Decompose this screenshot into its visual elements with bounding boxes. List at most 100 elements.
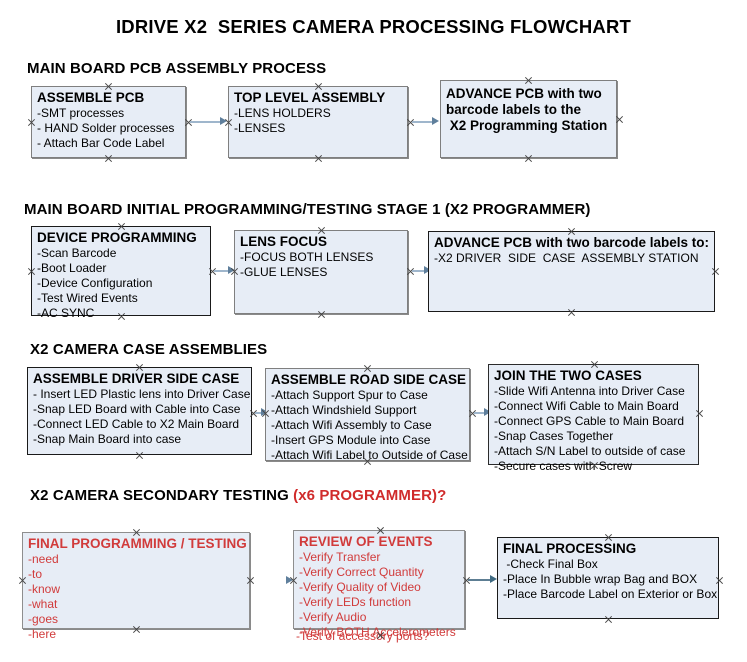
- box-line: -Snap Cases Together: [494, 429, 614, 444]
- box-title: ASSEMBLE PCB: [37, 90, 145, 105]
- connection-handle[interactable]: [695, 409, 704, 418]
- connection-handle[interactable]: [317, 226, 326, 235]
- connection-handle[interactable]: [224, 118, 233, 127]
- connection-handle[interactable]: [604, 533, 613, 542]
- box-content: LENS FOCUS -FOCUS BOTH LENSES -GLUE LENS…: [240, 234, 405, 280]
- box-title: JOIN THE TWO CASES: [494, 368, 642, 383]
- section-heading-main-board-pcb-assembly: MAIN BOARD PCB ASSEMBLY PROCESS: [27, 60, 327, 77]
- connection-handle[interactable]: [567, 227, 576, 236]
- connector-arrow-icon: [484, 408, 491, 416]
- box-line: -Test Wired Events: [37, 291, 138, 306]
- box-line: -Verify BOTH Accelerometers: [299, 625, 456, 640]
- connection-handle[interactable]: [711, 267, 720, 276]
- connection-handle[interactable]: [230, 267, 239, 276]
- box-join-the-two-cases[interactable]: JOIN THE TWO CASES -Slide Wifi Antenna i…: [488, 364, 699, 473]
- connection-handle[interactable]: [376, 526, 385, 535]
- section-heading-case-assemblies: X2 CAMERA CASE ASSEMBLIES: [30, 341, 268, 358]
- connection-handle[interactable]: [314, 154, 323, 163]
- box-line: -Attach Support Spur to Case: [271, 387, 428, 402]
- box-content: ASSEMBLE ROAD SIDE CASE -Attach Support …: [271, 372, 468, 463]
- connection-handle[interactable]: [27, 267, 36, 276]
- section-heading-accent: (x6 PROGRAMMER)?: [293, 487, 447, 504]
- box-title: TOP LEVEL ASSEMBLY: [234, 90, 386, 105]
- box-line: -Place In Bubble wrap Bag and BOX: [503, 572, 698, 587]
- box-top-level-assembly[interactable]: TOP LEVEL ASSEMBLY -LENS HOLDERS -LENSES: [228, 86, 408, 158]
- box-title: ADVANCE PCB with two barcode labels to:: [434, 235, 710, 250]
- box-line: -X2 DRIVER SIDE CASE ASSEMBLY STATION: [434, 250, 699, 265]
- box-line: -Attach Wifi Assembly to Case: [271, 418, 432, 433]
- box-line: -SMT processes: [37, 105, 125, 120]
- box-line: -LENSES: [234, 121, 286, 136]
- connection-handle[interactable]: [117, 222, 126, 231]
- connection-handle[interactable]: [27, 118, 36, 127]
- box-line: - HAND Solder processes: [37, 121, 175, 136]
- box-line: - Insert LED Plastic lens into Driver Ca…: [33, 386, 251, 401]
- connection-handle[interactable]: [590, 461, 599, 470]
- connection-handle[interactable]: [132, 528, 141, 537]
- connection-handle[interactable]: [135, 451, 144, 460]
- connection-handle[interactable]: [104, 154, 113, 163]
- connection-handle[interactable]: [314, 82, 323, 91]
- box-final-programming-testing[interactable]: FINAL PROGRAMMING / TESTING -need -to -k…: [22, 532, 250, 641]
- connection-handle[interactable]: [246, 576, 255, 585]
- connector-line[interactable]: [474, 412, 486, 414]
- connection-handle[interactable]: [615, 115, 624, 124]
- box-line: -Secure cases with Screw: [494, 459, 633, 474]
- box-review-of-events[interactable]: REVIEW OF EVENTS -Verify Transfer -Verif…: [293, 530, 465, 639]
- box-title: DEVICE PROGRAMMING: [37, 230, 197, 245]
- box-advance-pcb-driver-side[interactable]: ADVANCE PCB with two barcode labels to: …: [428, 231, 715, 312]
- connection-handle[interactable]: [524, 76, 533, 85]
- box-assemble-road-side-case[interactable]: ASSEMBLE ROAD SIDE CASE -Attach Support …: [265, 368, 470, 463]
- section-heading-text: X2 CAMERA SECONDARY TESTING: [30, 487, 294, 504]
- connection-handle[interactable]: [524, 154, 533, 163]
- connection-handle[interactable]: [117, 312, 126, 321]
- connector-line[interactable]: [255, 412, 263, 414]
- box-line: -Slide Wifi Antenna into Driver Case: [494, 383, 685, 398]
- box-line: -Device Configuration: [37, 276, 153, 291]
- connector-line[interactable]: [190, 121, 222, 123]
- box-content: ASSEMBLE DRIVER SIDE CASE - Insert LED P…: [33, 371, 251, 447]
- box-content: FINAL PROGRAMMING / TESTING -need -to -k…: [28, 536, 247, 643]
- box-lens-focus[interactable]: LENS FOCUS -FOCUS BOTH LENSES -GLUE LENS…: [234, 230, 408, 314]
- connector-line[interactable]: [468, 579, 492, 581]
- box-line: -GLUE LENSES: [240, 265, 328, 280]
- connector-line[interactable]: [214, 270, 230, 272]
- box-device-programming[interactable]: DEVICE PROGRAMMING -Scan Barcode -Boot L…: [31, 226, 211, 320]
- connector-line[interactable]: [412, 270, 426, 272]
- box-content: ASSEMBLE PCB -SMT processes - HAND Solde…: [37, 90, 183, 151]
- box-line: -Attach S/N Label to outside of case: [494, 444, 686, 459]
- box-assemble-pcb[interactable]: ASSEMBLE PCB -SMT processes - HAND Solde…: [31, 86, 186, 158]
- connection-handle[interactable]: [715, 576, 724, 585]
- connection-handle[interactable]: [135, 363, 144, 372]
- box-line: -Connect Wifi Cable to Main Board: [494, 399, 679, 414]
- box-final-processing[interactable]: FINAL PROCESSING -Check Final Box -Place…: [497, 537, 719, 619]
- connection-handle[interactable]: [376, 631, 385, 640]
- connection-handle[interactable]: [104, 82, 113, 91]
- connection-handle[interactable]: [18, 576, 27, 585]
- box-content: ADVANCE PCB with two barcode labels to: …: [434, 235, 712, 266]
- connector-arrow-icon: [424, 266, 431, 274]
- connection-handle[interactable]: [132, 625, 141, 634]
- box-advance-pcb-programming-station[interactable]: ADVANCE PCB with two barcode labels to t…: [440, 80, 617, 158]
- connection-handle[interactable]: [261, 409, 270, 418]
- box-line: -Insert GPS Module into Case: [271, 433, 431, 448]
- box-title: ASSEMBLE DRIVER SIDE CASE: [33, 371, 240, 386]
- box-line: -Connect LED Cable to X2 Main Board: [33, 417, 240, 432]
- connection-handle[interactable]: [590, 360, 599, 369]
- box-title-line3: X2 Programming Station: [446, 117, 608, 133]
- connection-handle[interactable]: [317, 310, 326, 319]
- box-title-line2: barcode labels to the: [446, 101, 582, 117]
- box-line: -Check Final Box: [503, 556, 598, 571]
- box-line: -AC SYNC: [37, 306, 95, 321]
- connector-line[interactable]: [412, 121, 434, 123]
- connection-handle[interactable]: [567, 308, 576, 317]
- connection-handle[interactable]: [363, 457, 372, 466]
- box-line: -Verify LEDs function: [299, 595, 412, 610]
- box-assemble-driver-side-case[interactable]: ASSEMBLE DRIVER SIDE CASE - Insert LED P…: [27, 367, 252, 455]
- box-title: FINAL PROCESSING: [503, 541, 637, 556]
- connection-handle[interactable]: [289, 576, 298, 585]
- box-title: REVIEW OF EVENTS: [299, 534, 433, 549]
- connection-handle[interactable]: [604, 615, 613, 624]
- box-line: -Verify Correct Quantity: [299, 565, 424, 580]
- connection-handle[interactable]: [363, 364, 372, 373]
